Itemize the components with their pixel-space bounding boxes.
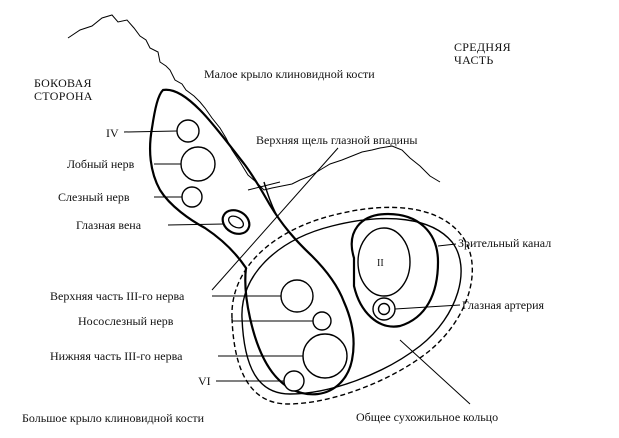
- superior-orbital-fissure-label: Верхняя щель глазной впадины: [256, 133, 418, 147]
- leader-vein: [167, 223, 225, 226]
- ophthalmic-artery-label: Глазная артерия: [462, 298, 545, 312]
- nasociliary-nerve-label: Носослезный нерв: [78, 314, 174, 328]
- bone-edge-outline: [67, 14, 441, 191]
- leader-artery: [394, 304, 461, 310]
- ophthalmic-artery-inner: [377, 302, 391, 316]
- lateral-side-label-line1: БОКОВАЯ: [34, 76, 92, 90]
- frontal-nerve-circle: [180, 146, 216, 182]
- lateral-side-label-line2: СТОРОНА: [34, 89, 93, 103]
- leader-ring: [399, 339, 471, 405]
- tendinous-ring-solid: [241, 217, 462, 395]
- nerve-iv-circle: [176, 119, 200, 143]
- optic-nerve-ii: [357, 227, 411, 297]
- inferior-iii-label: Нижняя часть III-го нерва: [50, 349, 183, 363]
- optic-canal-outer: [350, 212, 440, 328]
- superior-iii-circle: [280, 279, 314, 313]
- lesser-wing-label: Малое крыло клиновидной кости: [204, 67, 375, 81]
- optic-canal-label: Зрительный канал: [458, 236, 552, 250]
- nerve-iv-label: IV: [106, 126, 119, 140]
- common-tendinous-ring-label: Общее сухожильное кольцо: [356, 410, 499, 424]
- nerve-vi-label: VI: [198, 374, 211, 388]
- ophthalmic-vein-inner: [227, 215, 245, 229]
- lacrimal-nerve-label: Слезный нерв: [58, 190, 130, 204]
- optic-nerve-ii-label: II: [377, 258, 384, 269]
- medial-part-label-line2: ЧАСТЬ: [454, 53, 494, 67]
- superior-iii-label: Верхняя часть III-го нерва: [50, 289, 185, 303]
- leader-iv: [123, 130, 178, 133]
- nerve-vi-circle: [283, 370, 305, 392]
- leader-optic-canal: [437, 243, 457, 247]
- fissure-outline: [148, 88, 355, 396]
- inferior-iii-circle: [302, 333, 348, 379]
- greater-wing-label: Большое крыло клиновидной кости: [22, 411, 204, 425]
- medial-part-label-line1: СРЕДНЯЯ: [454, 40, 511, 54]
- frontal-nerve-label: Лобный нерв: [67, 157, 135, 171]
- nasociliary-nerve-circle: [312, 311, 332, 331]
- leader-lesser-wing: [247, 181, 281, 191]
- lacrimal-nerve-circle: [181, 186, 203, 208]
- leader-fissure: [211, 147, 339, 291]
- ophthalmic-vein-label: Глазная вена: [76, 218, 142, 232]
- tendinous-ring-dashed: [231, 206, 474, 405]
